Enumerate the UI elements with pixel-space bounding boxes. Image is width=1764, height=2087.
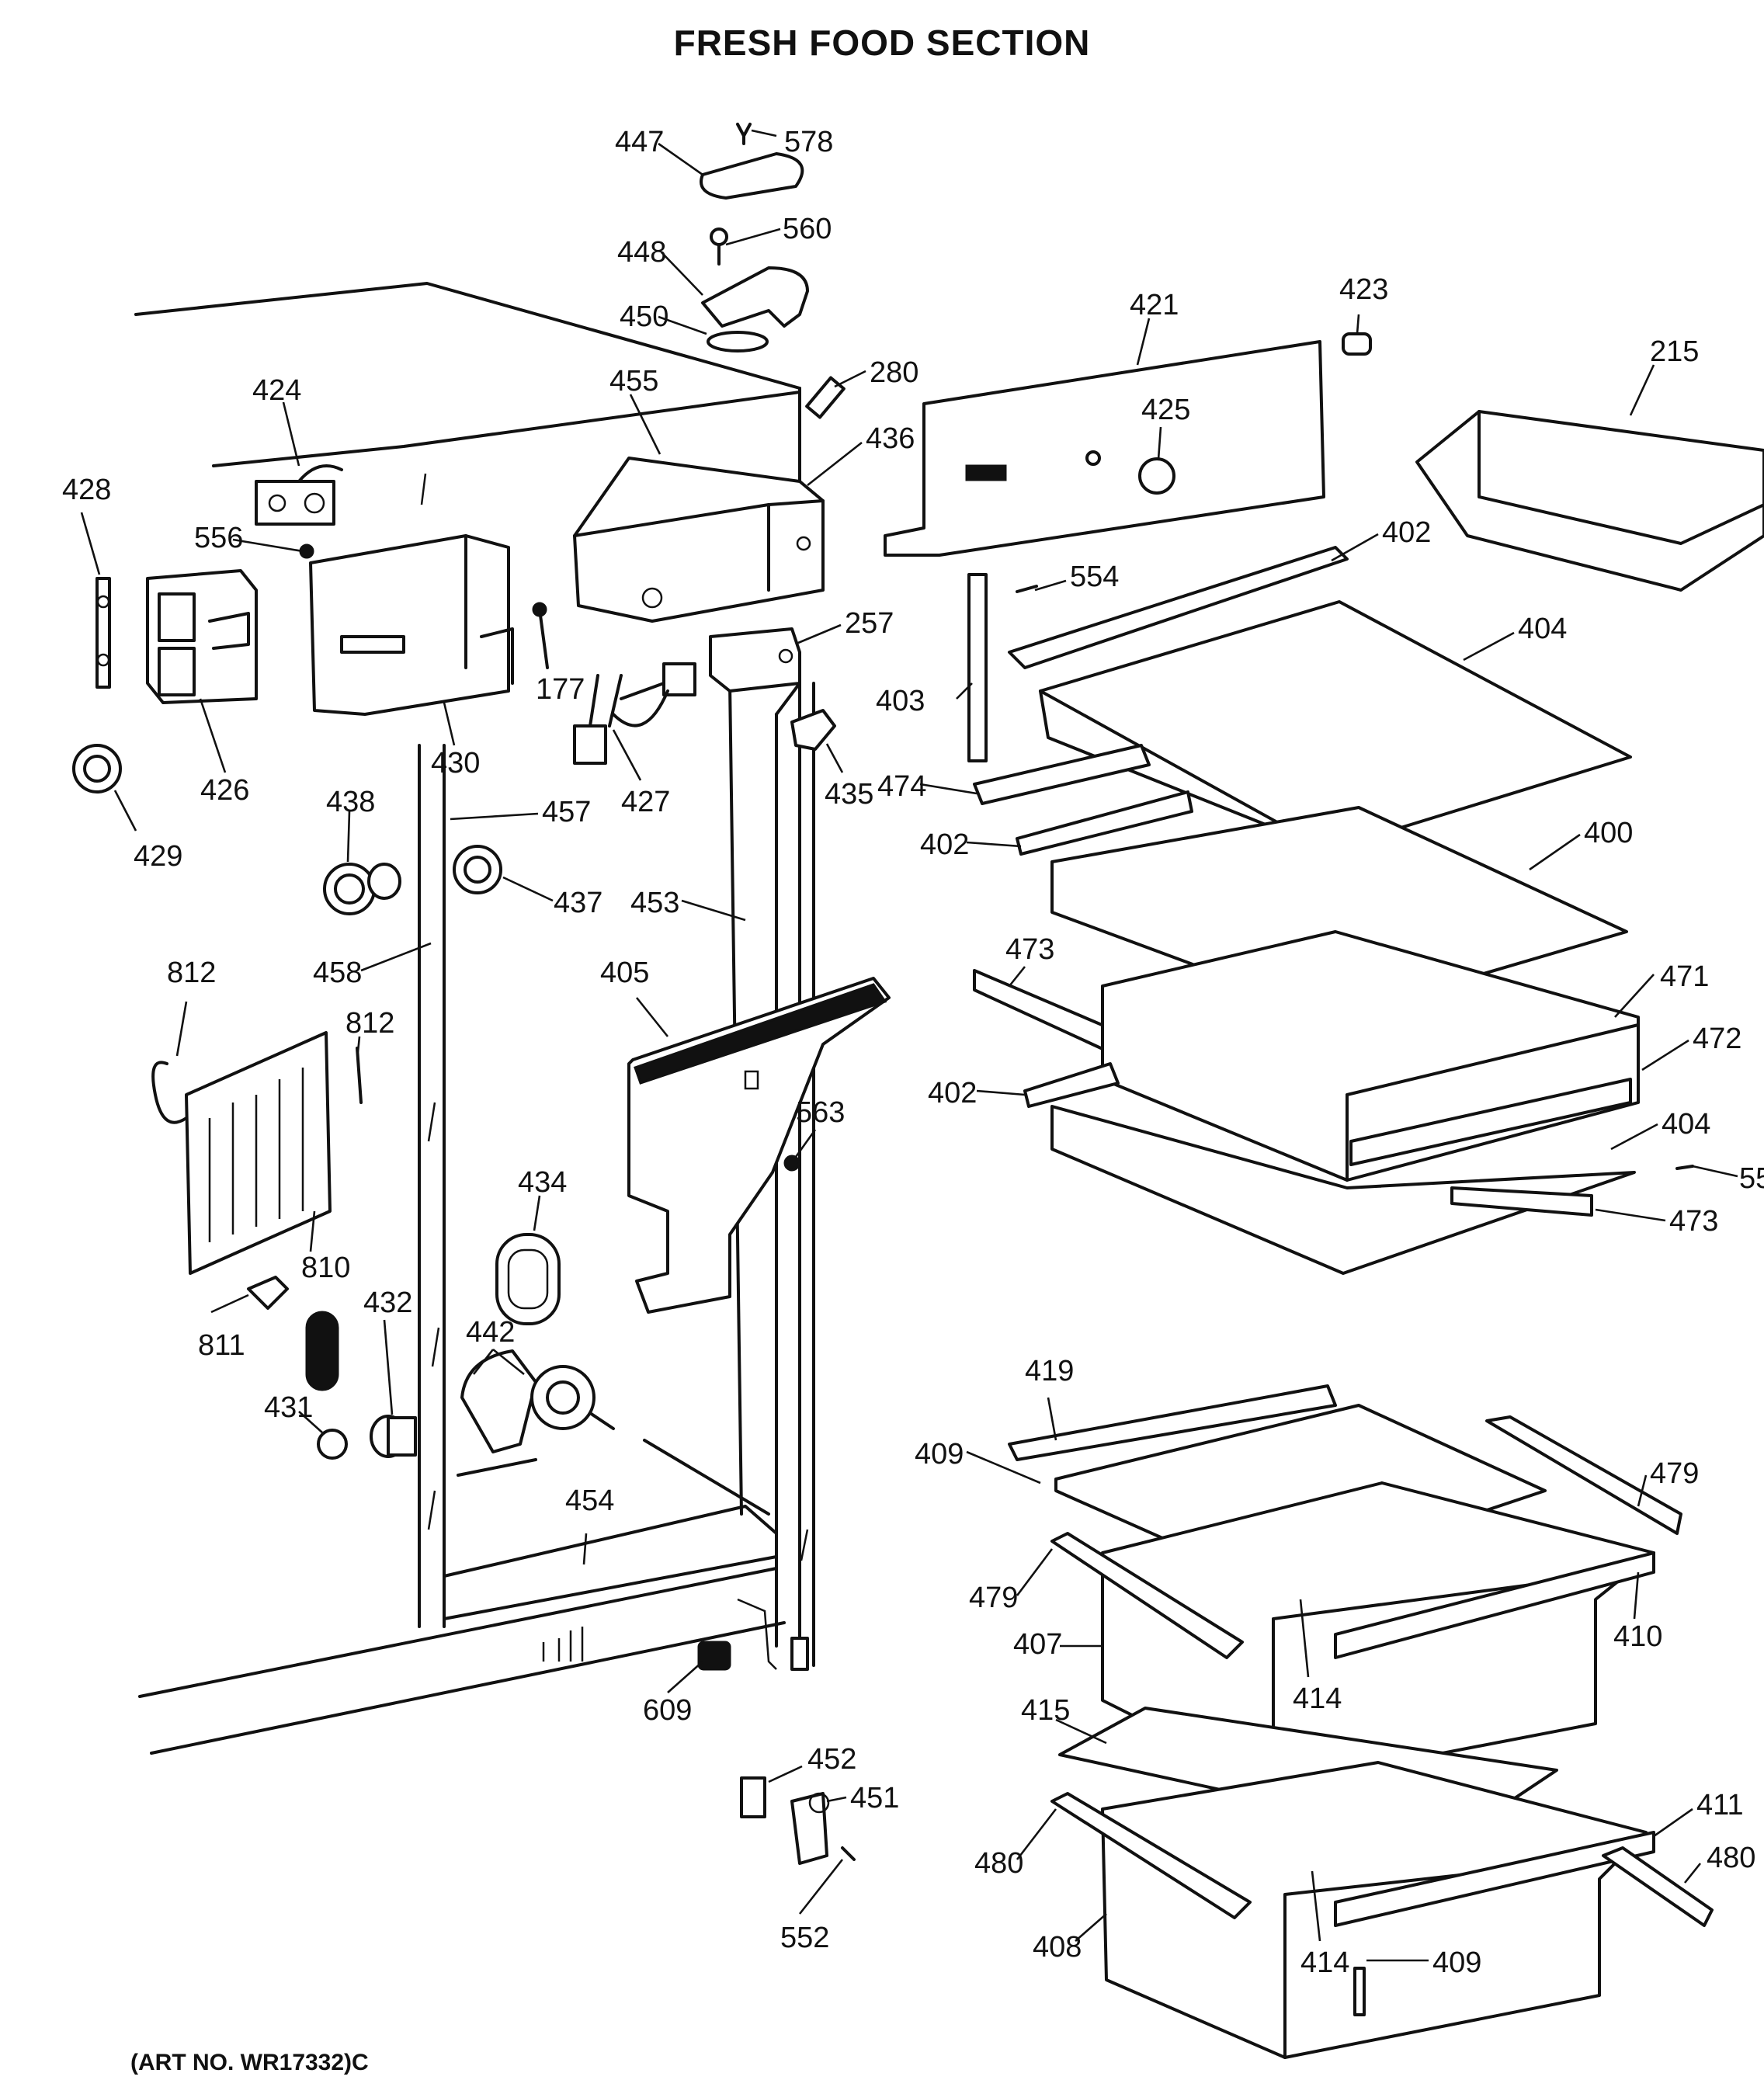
callout-215: 215 [1650,335,1699,368]
screw-560 [710,227,728,266]
callout-480-left: 480 [974,1847,1023,1880]
callout-402-low: 402 [928,1077,977,1109]
callout-473-low: 473 [1669,1205,1718,1238]
cabinet-outline [134,282,815,1755]
callout-409-low: 409 [1432,1946,1481,1979]
callout-442: 442 [466,1316,515,1349]
screw-578 [736,123,752,145]
callout-411: 411 [1696,1789,1744,1821]
callout-428: 428 [62,474,111,506]
callout-609: 609 [643,1694,692,1727]
callout-421: 421 [1130,289,1179,321]
callout-414-low: 414 [1300,1946,1349,1979]
callout-452: 452 [807,1743,856,1776]
callout-472: 472 [1693,1023,1741,1055]
callout-455: 455 [609,365,658,398]
callout-404-low: 404 [1662,1108,1710,1141]
callout-447: 447 [615,126,664,158]
callout-480-right: 480 [1707,1842,1755,1874]
callout-563: 563 [796,1096,845,1129]
callout-578: 578 [784,126,833,158]
callout-423: 423 [1339,273,1388,306]
callout-404-top: 404 [1518,613,1567,645]
callout-453: 453 [630,887,679,919]
callout-812-right: 812 [346,1007,394,1040]
callout-479-right: 479 [1650,1457,1699,1490]
callout-479-left: 479 [969,1582,1018,1614]
washer-450 [707,331,769,352]
callout-451: 451 [850,1782,899,1814]
callout-450: 450 [620,300,668,333]
callout-432: 432 [363,1287,412,1319]
callout-436: 436 [866,422,915,455]
callout-457: 457 [542,796,591,828]
art-number: (ART NO. WR17332)C [130,2050,369,2075]
callout-55: 55 [1739,1162,1764,1195]
callout-402-top: 402 [1382,516,1431,549]
callout-402-mid: 402 [920,828,969,861]
callout-409-top: 409 [915,1438,964,1471]
hinge-448 [701,266,809,328]
callout-473-top: 473 [1005,933,1054,966]
callout-407: 407 [1013,1628,1062,1661]
callout-419: 419 [1025,1355,1074,1387]
callout-426: 426 [200,774,249,807]
callout-810: 810 [301,1252,350,1284]
callout-257: 257 [845,607,894,640]
callout-438: 438 [326,786,375,818]
callout-429: 429 [134,840,182,873]
drawer-parts [1008,1384,1714,2059]
callout-552: 552 [780,1922,829,1954]
stop-280 [805,376,846,419]
callout-554: 554 [1070,561,1119,593]
callout-812-left: 812 [167,957,216,989]
callout-458: 458 [313,957,362,989]
callout-430: 430 [431,747,480,780]
callout-437: 437 [554,887,602,919]
control-parts [72,457,891,1865]
callout-471: 471 [1660,960,1709,993]
callout-280: 280 [870,356,918,389]
callout-410: 410 [1613,1620,1662,1653]
callout-403: 403 [876,685,925,717]
callout-474: 474 [877,770,926,803]
shelf-parts [884,332,1764,1275]
callout-431: 431 [264,1391,313,1424]
leader-lines [80,129,1738,1962]
callout-labels: 447 578 560 448 450 280 421 423 215 424 … [62,126,1764,1979]
callout-424: 424 [252,374,301,407]
callout-454: 454 [565,1485,614,1517]
top-hinge-assembly [700,123,846,419]
callout-408: 408 [1033,1931,1082,1964]
callout-811: 811 [198,1329,245,1362]
callout-400: 400 [1584,817,1633,849]
callout-434: 434 [518,1166,567,1199]
callout-405: 405 [600,957,649,989]
callout-560: 560 [783,213,832,245]
callout-435: 435 [825,778,873,811]
callout-177: 177 [536,673,585,706]
callout-414-top: 414 [1293,1682,1342,1715]
hinge-cover-447 [700,152,804,200]
callout-448: 448 [617,236,666,269]
callout-556: 556 [194,522,243,554]
callout-425: 425 [1141,394,1190,426]
diagram-title: FRESH FOOD SECTION [673,23,1091,63]
callout-415: 415 [1021,1694,1070,1727]
callout-427: 427 [621,786,670,818]
